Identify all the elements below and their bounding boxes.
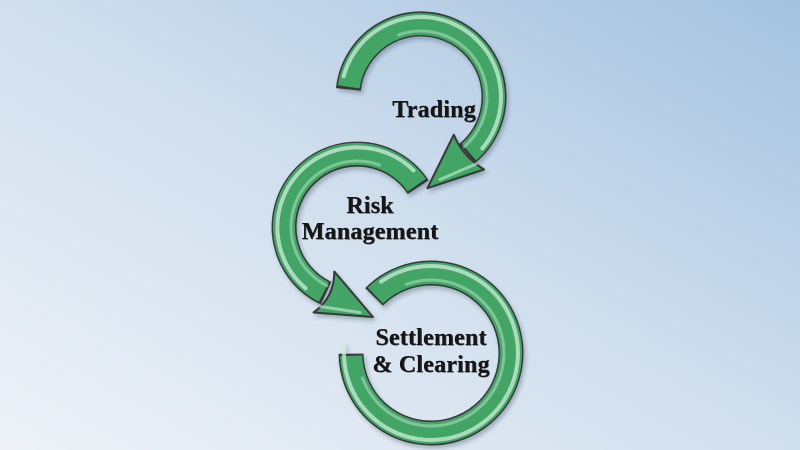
ring-body <box>273 142 426 302</box>
ring-inner-gloss <box>360 278 506 428</box>
circular-arrow-icon-trading <box>335 11 507 190</box>
node-text-line1: Settlement <box>375 325 487 351</box>
node-text-line2: Management <box>301 219 439 245</box>
node-text-line1: Risk <box>346 193 394 219</box>
node-label-risk-management: Risk Management <box>302 193 439 245</box>
node-text: Trading <box>392 97 476 123</box>
ring-inner-gloss <box>289 159 382 288</box>
node-label-trading: Trading <box>392 97 476 123</box>
arrowhead-gloss <box>319 305 362 314</box>
ring-body <box>340 262 523 444</box>
ring-inner-gloss <box>396 29 489 149</box>
ring-gloss <box>275 145 416 291</box>
arrowhead-gloss <box>438 162 478 181</box>
ring-gloss <box>341 15 503 151</box>
ring-body <box>337 13 505 161</box>
ring-gloss <box>341 263 520 442</box>
node-text-line2: & Clearing <box>372 352 490 378</box>
arrowhead-icon <box>312 270 374 318</box>
node-label-settlement-clearing: Settlement & Clearing <box>372 325 489 379</box>
arrowhead-icon <box>426 133 485 190</box>
circular-arrow-icon-risk <box>271 141 429 318</box>
circular-arrow-icon-settlement <box>338 260 524 446</box>
